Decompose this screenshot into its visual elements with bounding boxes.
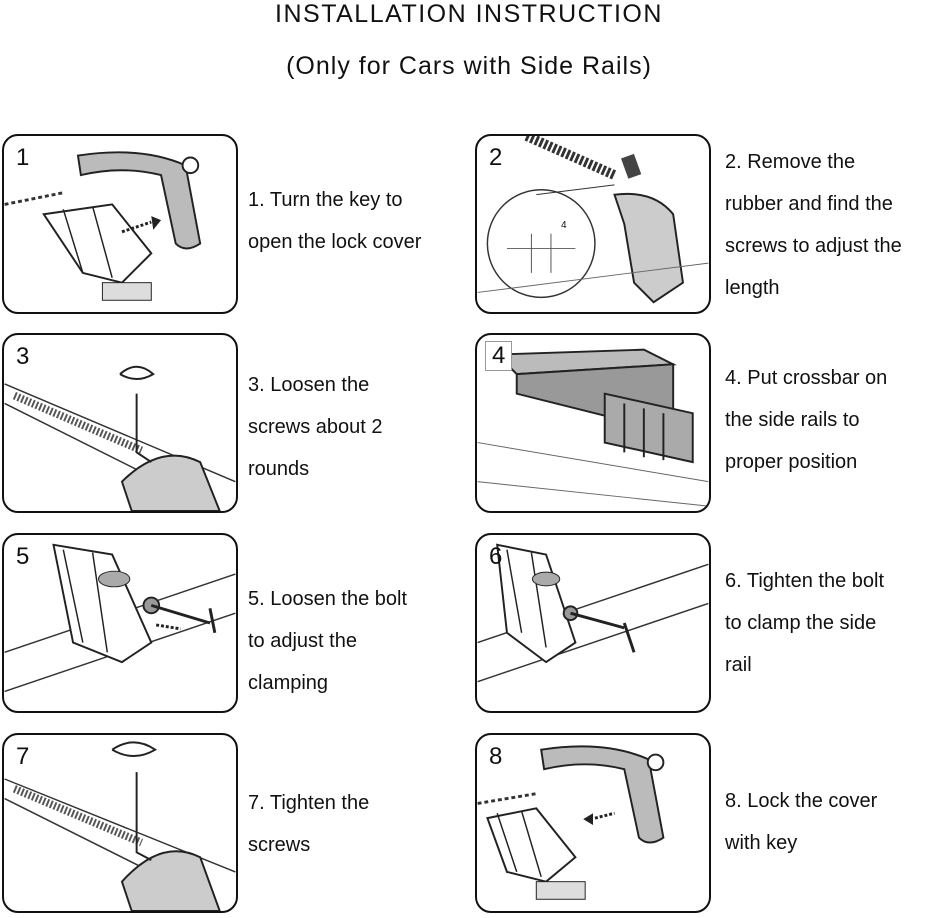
step-6-illustration: 6: [475, 533, 711, 713]
step-number: 7: [16, 743, 30, 770]
step-2-illustration: 2 4: [475, 134, 711, 314]
step-number: 3: [16, 343, 30, 370]
step-number: 1: [16, 144, 30, 171]
loosen-bolt-drawing: [4, 543, 236, 693]
loosen-screws-drawing: [4, 365, 236, 511]
step-3-illustration: 3: [2, 333, 238, 513]
tighten-screws-drawing: [4, 741, 236, 911]
step-5-illustration: 5: [2, 533, 238, 713]
place-crossbar-drawing: [477, 348, 709, 507]
remove-rubber-drawing: [477, 136, 709, 304]
step-8-illustration: 8: [475, 733, 711, 913]
page-subtitle: (Only for Cars with Side Rails): [286, 52, 652, 80]
step-7-illustration: 7: [2, 733, 238, 913]
step-number: 6: [489, 543, 503, 570]
step-number: 5: [16, 543, 30, 570]
step-4-illustration: 4: [475, 333, 711, 513]
lock-cover-drawing: [477, 745, 665, 900]
tighten-bolt-drawing: [477, 543, 709, 683]
callout-label: 4: [561, 220, 567, 231]
step-number: 4: [485, 341, 513, 371]
step-1-illustration: 1: [2, 134, 238, 314]
page-title: INSTALLATION INSTRUCTION: [275, 0, 663, 28]
step-number: 8: [489, 743, 503, 770]
step-number: 2: [489, 144, 503, 171]
open-lock-cover-drawing: [4, 151, 202, 301]
